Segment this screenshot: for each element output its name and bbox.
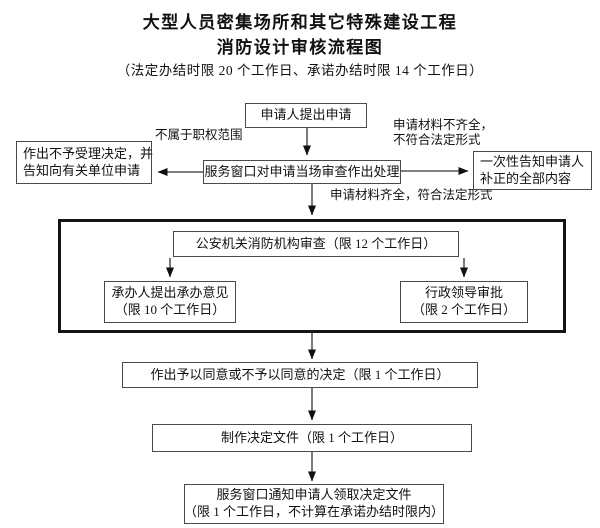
node-notify-correction: 一次性告知申请人 补正的全部内容: [473, 151, 592, 190]
node-notify-pickup: 服务窗口通知申请人领取决定文件 （限 1 个工作日，不计算在承诺办结时限内）: [184, 484, 444, 524]
edge-label-materials-incomplete-line1: 申请材料不齐全，: [393, 118, 494, 132]
page-title-line2: 消防设计审核流程图: [216, 38, 384, 57]
node-notify-correction-line2: 补正的全部内容: [480, 170, 572, 186]
node-notify-correction-line1: 一次性告知申请人: [480, 153, 585, 169]
page-title-line1: 大型人员密集场所和其它特殊建设工程: [142, 13, 458, 32]
node-leader-approval-line2: （限 2 个工作日）: [411, 302, 516, 317]
node-notify-pickup-line2: （限 1 个工作日，不计算在承诺办结时限内）: [184, 504, 445, 519]
node-window-review: 服务窗口对申请当场审查作出处理: [203, 160, 401, 184]
edge-label-materials-complete: 申请材料齐全，符合法定形式: [330, 188, 493, 202]
node-make-document-label: 制作决定文件（限 1 个工作日）: [220, 429, 403, 445]
node-handler-opinion-line1: 承办人提出承办意见: [111, 285, 229, 301]
node-fire-org-review-label: 公安机关消防机构审查（限 12 个工作日）: [195, 235, 437, 251]
page-subtitle: （法定办结时限 20 个工作日、承诺办结时限 14 个工作日）: [116, 63, 484, 78]
node-reject-decision-line2: 告知向有关单位申请: [23, 162, 141, 178]
node-leader-approval: 行政领导审批 （限 2 个工作日）: [400, 281, 528, 323]
node-reject-decision: 作出不予受理决定，并 告知向有关单位申请: [16, 141, 154, 184]
edge-label-materials-incomplete-line2: 不符合法定形式: [393, 133, 481, 147]
node-make-document: 制作决定文件（限 1 个工作日）: [152, 424, 472, 452]
node-handler-opinion-line2: （限 10 个工作日）: [114, 302, 226, 317]
edge-label-materials-incomplete: 申请材料不齐全， 不符合法定形式: [393, 118, 493, 148]
node-decision: 作出予以同意或不予以同意的决定（限 1 个工作日）: [122, 362, 478, 388]
edge-label-not-in-scope: 不属于职权范围: [155, 128, 243, 142]
node-notify-pickup-line1: 服务窗口通知申请人领取决定文件: [216, 487, 412, 503]
node-applicant-submit-label: 申请人提出申请: [260, 107, 352, 123]
node-fire-org-review: 公安机关消防机构审查（限 12 个工作日）: [173, 231, 459, 257]
node-handler-opinion: 承办人提出承办意见 （限 10 个工作日）: [104, 281, 236, 323]
node-reject-decision-line1: 作出不予受理决定，并: [23, 145, 154, 161]
node-decision-label: 作出予以同意或不予以同意的决定（限 1 个工作日）: [150, 366, 450, 382]
node-applicant-submit: 申请人提出申请: [245, 103, 367, 128]
node-window-review-label: 服务窗口对申请当场审查作出处理: [204, 163, 400, 179]
node-leader-approval-line1: 行政领导审批: [424, 285, 503, 301]
